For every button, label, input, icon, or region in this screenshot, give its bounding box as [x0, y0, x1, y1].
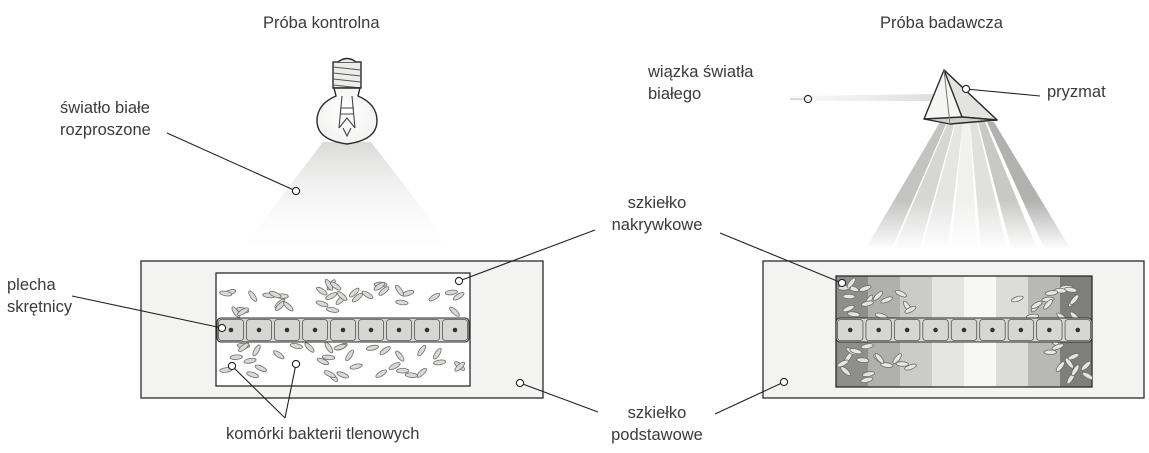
pointer-dot — [218, 324, 225, 331]
prism-label: pryzmat — [1047, 82, 1106, 103]
cell-nucleus — [313, 328, 318, 333]
cell-nucleus — [397, 328, 402, 333]
cover-slip-label-line2: nakrywkowe — [582, 215, 732, 236]
beam-label-line1: wiązka światła — [648, 62, 753, 83]
light-bulb-icon — [317, 59, 377, 145]
control-setup — [141, 59, 543, 399]
base-slide-label-line1: szkiełko — [582, 403, 732, 424]
pointer-dot — [228, 362, 235, 369]
cell-nucleus — [905, 328, 910, 333]
base-slide-label-line2: podstawowe — [582, 425, 732, 446]
cell-nucleus — [257, 328, 262, 333]
bacteria-label: komórki bakterii tlenowych — [226, 424, 420, 445]
diffuse-light-cone — [236, 142, 459, 256]
beam-label-line2: białego — [648, 84, 701, 105]
bacterium — [1044, 350, 1056, 355]
control-sample-title: Próba kontrolna — [263, 13, 380, 34]
cell-nucleus — [341, 328, 346, 333]
cell-nucleus — [933, 328, 938, 333]
pointer-dot — [838, 279, 845, 286]
bacterium — [896, 361, 909, 366]
alga-filament — [836, 318, 1092, 342]
cell-nucleus — [1047, 328, 1052, 333]
prism-icon — [924, 70, 997, 124]
diffuse-light-label-line2: rozproszone — [60, 120, 151, 141]
bacterium — [396, 369, 408, 374]
cell-nucleus — [1019, 328, 1024, 333]
cell-nucleus — [229, 328, 234, 333]
pointer-dot — [455, 277, 462, 284]
pointer-dot — [780, 378, 787, 385]
cell-nucleus — [848, 328, 853, 333]
cell-nucleus — [1075, 328, 1080, 333]
thallus-label-line2: skrętnicy — [7, 297, 72, 318]
pointer-dot — [516, 379, 523, 386]
white-light-beam — [790, 94, 937, 101]
pointer-dot — [804, 95, 811, 102]
diffuse-light-label-line1: światło białe — [60, 98, 150, 119]
alga-filament — [217, 318, 469, 342]
spectrum-rays — [860, 122, 1080, 250]
cover-slip-label-line1: szkiełko — [582, 193, 732, 214]
cell-nucleus — [990, 328, 995, 333]
experimental-setup — [763, 70, 1144, 398]
pointer-dot — [292, 360, 299, 367]
cell-nucleus — [285, 328, 290, 333]
pointer-dot — [292, 187, 299, 194]
cell-nucleus — [453, 328, 458, 333]
experimental-sample-title: Próba badawcza — [880, 13, 1003, 34]
cell-nucleus — [425, 328, 430, 333]
bacterium — [843, 294, 855, 299]
cell-nucleus — [962, 328, 967, 333]
thallus-label-line1: plecha — [7, 275, 56, 296]
cell-nucleus — [369, 328, 374, 333]
cell-nucleus — [876, 328, 881, 333]
bacterium — [230, 354, 243, 359]
pointer-dot — [962, 85, 969, 92]
